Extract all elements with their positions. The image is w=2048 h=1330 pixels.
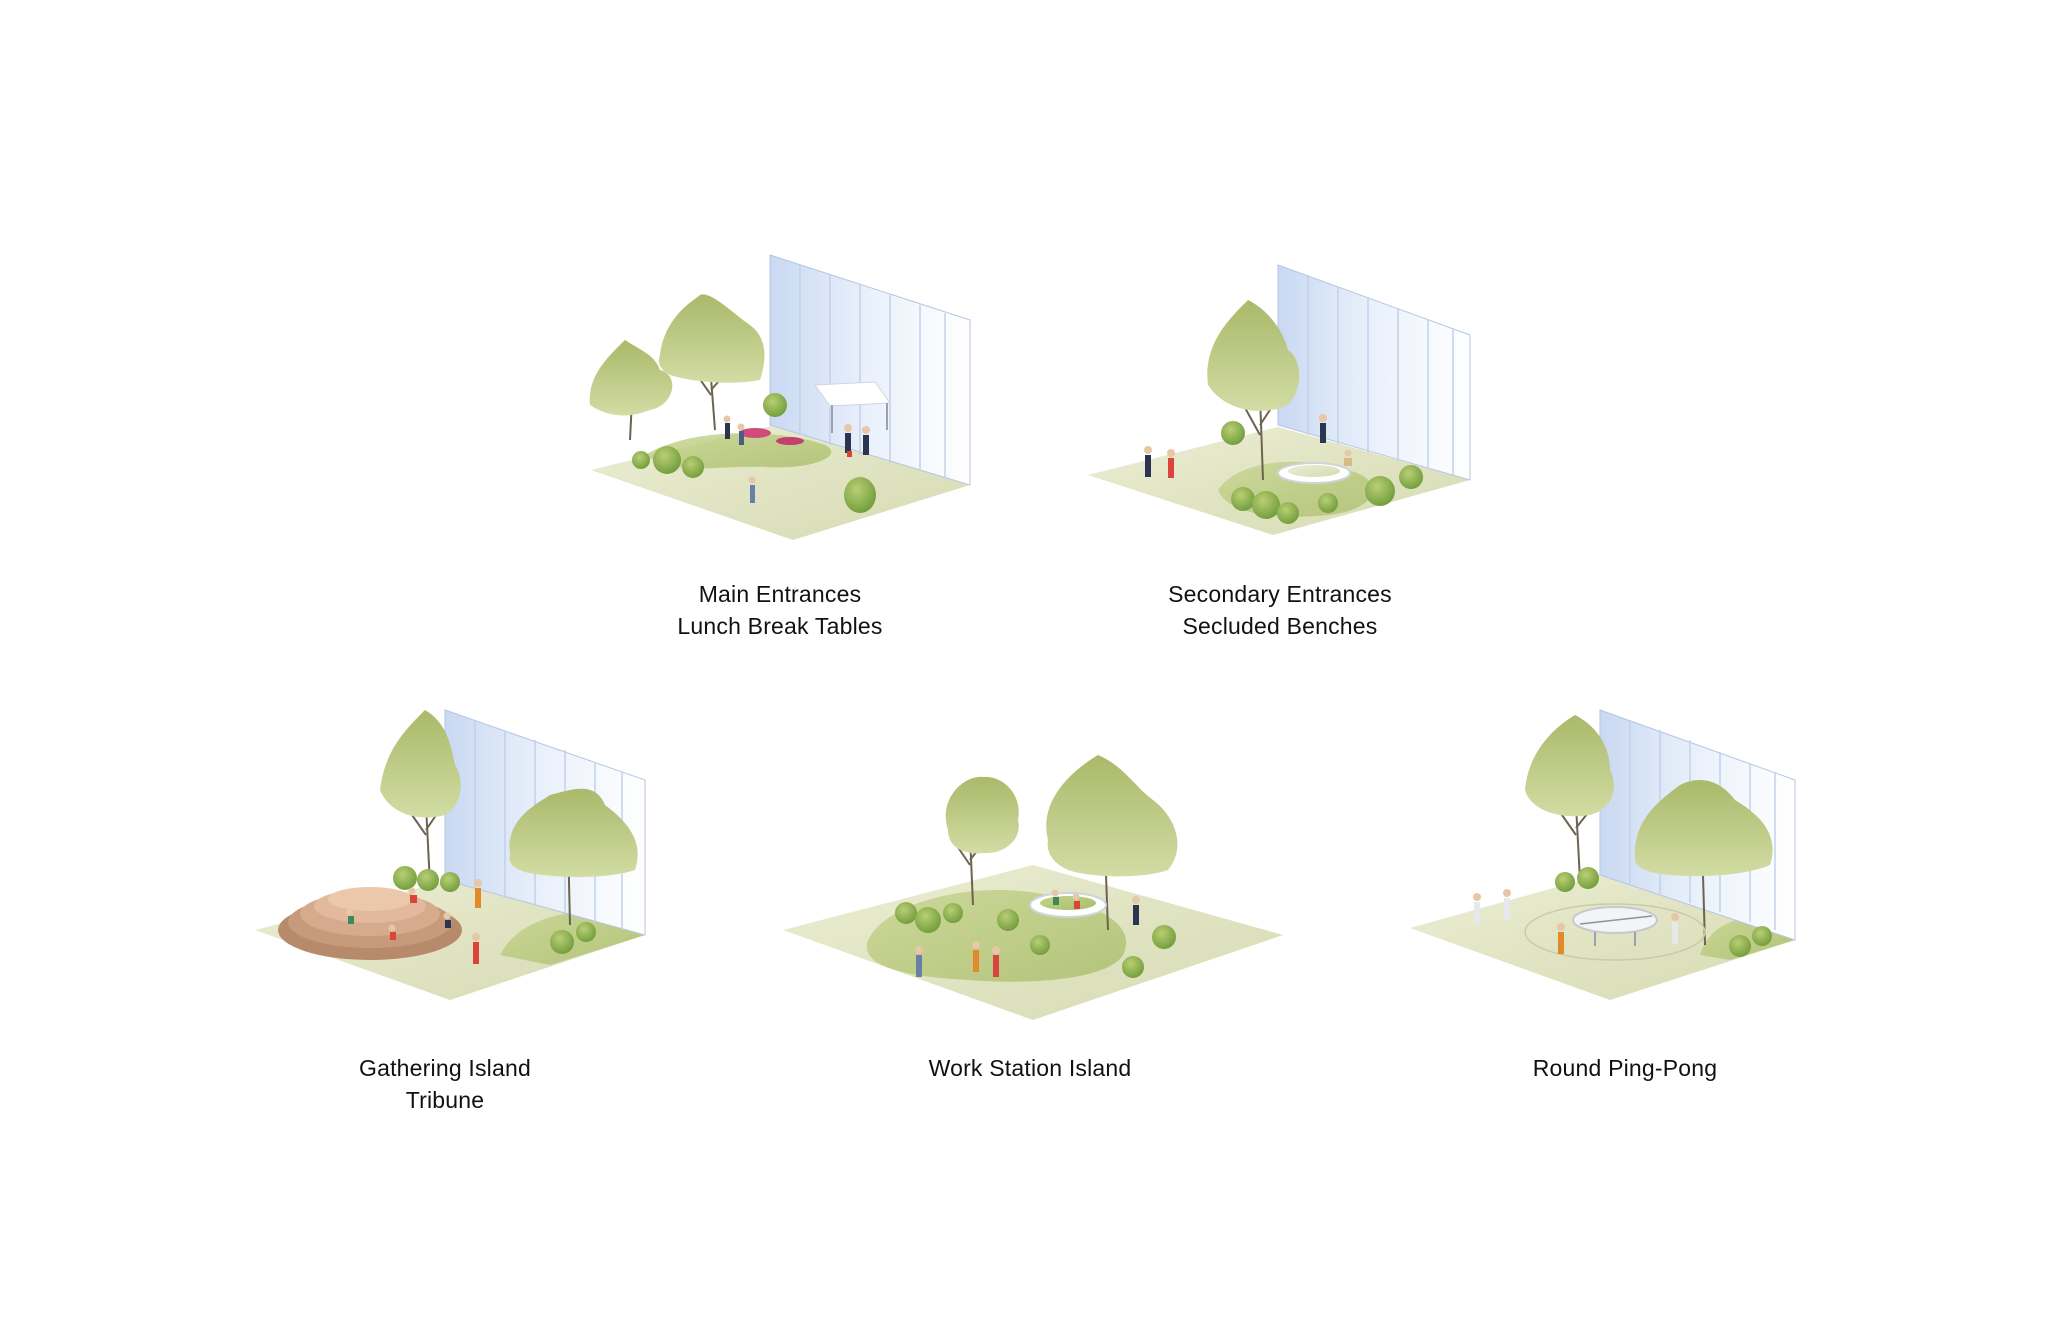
tree-canopy: [658, 294, 765, 383]
people: [346, 879, 482, 964]
facade-mullions: [799, 265, 946, 478]
court-marking: [1524, 903, 1706, 961]
work-station-island-illustration: [783, 755, 1283, 1020]
tribune: [278, 887, 462, 960]
panel-work-station-island: [778, 755, 1288, 1025]
round-ping-pong-illustration: [1410, 709, 1796, 1000]
caption-line-1: Round Ping-Pong: [1532, 1055, 1718, 1081]
caption-round-ping-pong: Round Ping-Pong: [1500, 1052, 1750, 1084]
lunch-table: [776, 437, 804, 445]
caption-line-2: Lunch Break Tables: [677, 613, 883, 639]
people: [1473, 889, 1679, 954]
shrub: [844, 477, 876, 513]
caption-line-1: Gathering Island: [359, 1055, 531, 1081]
gathering-island-illustration: [255, 709, 646, 1000]
tree-canopy: [1207, 300, 1300, 411]
panel-main-entrances: [585, 254, 975, 545]
caption-secondary-entrances: Secondary Entrances Secluded Benches: [1120, 578, 1440, 642]
people: [1144, 414, 1352, 478]
facade-mullions: [1307, 275, 1454, 475]
lunch-table: [739, 428, 771, 438]
panel-round-ping-pong: [1410, 709, 1810, 1010]
caption-line-2: Secluded Benches: [1182, 613, 1378, 639]
tree-canopy: [1634, 780, 1773, 877]
panel-gathering-island: [250, 709, 660, 1010]
caption-main-entrances: Main Entrances Lunch Break Tables: [655, 578, 905, 642]
caption-line-1: Work Station Island: [928, 1055, 1132, 1081]
shrub: [763, 393, 787, 417]
caption-line-1: Main Entrances: [698, 581, 862, 607]
shrub: [653, 446, 681, 474]
caption-work-station-island: Work Station Island: [905, 1052, 1155, 1084]
people: [915, 889, 1140, 977]
shrub: [632, 451, 650, 469]
secondary-entrances-illustration: [1088, 264, 1471, 535]
tree-canopy: [380, 710, 461, 818]
tree-canopy: [509, 788, 638, 877]
caption-line-2: Tribune: [405, 1087, 485, 1113]
tree-canopy: [589, 340, 673, 416]
people: [723, 415, 870, 503]
shrub: [1221, 421, 1423, 524]
caption-gathering-island: Gathering Island Tribune: [320, 1052, 570, 1116]
main-entrances-illustration: [589, 254, 971, 540]
tree-canopy: [1525, 715, 1614, 817]
shrub: [1555, 867, 1772, 957]
panel-secondary-entrances: [1088, 264, 1478, 555]
caption-line-1: Secondary Entrances: [1168, 581, 1392, 607]
entrance-canopy: [814, 381, 891, 407]
shrub: [895, 902, 1176, 978]
tree-canopy: [1046, 755, 1178, 877]
shrub: [393, 866, 596, 954]
shrub: [682, 456, 704, 478]
tree-canopy: [945, 776, 1019, 854]
